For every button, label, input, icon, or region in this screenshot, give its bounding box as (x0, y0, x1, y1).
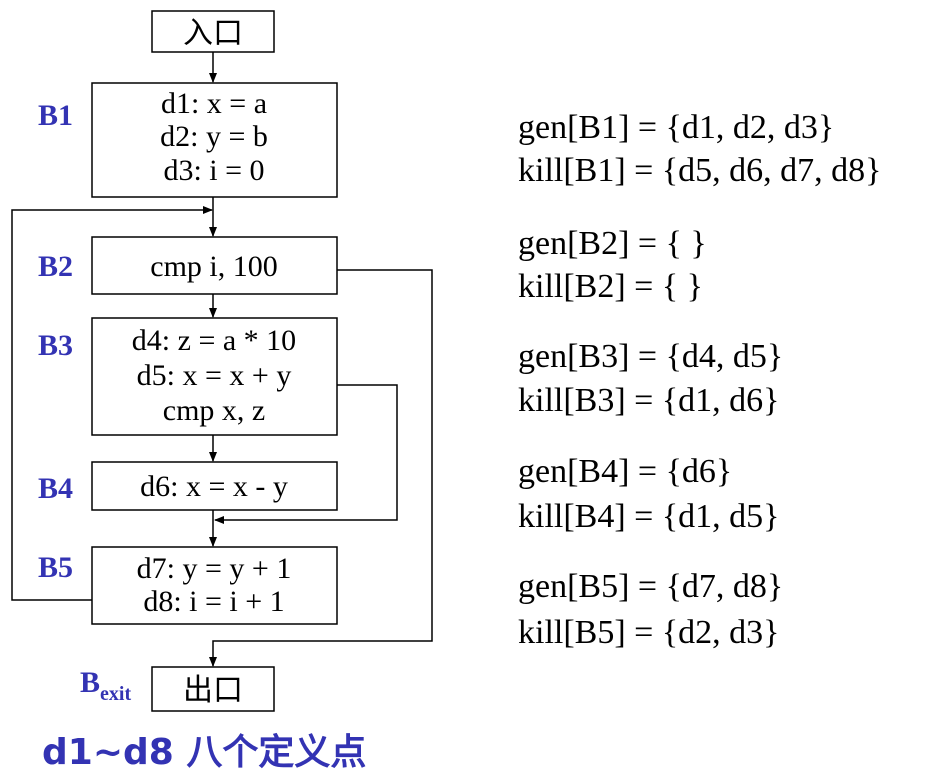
entry-node (151, 10, 275, 53)
gen-b3: gen[B3] = {d4, d5} (518, 338, 783, 375)
block-b1 (91, 82, 338, 198)
block-label-b4: B4 (38, 472, 73, 505)
b1-line-2: d2: y = b (160, 120, 268, 153)
edge-b2-exit (209, 269, 433, 667)
b2-line-1: cmp i, 100 (150, 250, 278, 283)
kill-b2: kill[B2] = { } (518, 268, 703, 305)
b3-line-2: d5: x = x + y (137, 359, 292, 392)
gen-b2: gen[B2] = { } (518, 225, 707, 262)
edge-b3-join (214, 384, 398, 524)
block-b2 (91, 236, 338, 295)
exit-label-main: B (80, 666, 100, 699)
block-label-b2: B2 (38, 250, 73, 283)
block-label-b5: B5 (38, 551, 73, 584)
b3-line-1: d4: z = a * 10 (132, 324, 296, 357)
b1-line-1: d1: x = a (161, 87, 267, 120)
exit-node-text: 出口 (183, 674, 243, 707)
block-b4 (91, 461, 338, 511)
kill-b1: kill[B1] = {d5, d6, d7, d8} (518, 152, 881, 189)
kill-b3: kill[B3] = {d1, d6} (518, 382, 779, 419)
gen-b1: gen[B1] = {d1, d2, d3} (518, 109, 834, 146)
b5-line-2: d8: i = i + 1 (143, 585, 284, 618)
exit-node (151, 666, 275, 712)
block-label-b3: B3 (38, 329, 73, 362)
b5-line-1: d7: y = y + 1 (137, 552, 292, 585)
exit-label-sub: exit (100, 683, 131, 705)
kill-b4: kill[B4] = {d1, d5} (518, 498, 779, 535)
footer-caption: d1~d8 八个定义点 (42, 732, 366, 773)
block-b3 (91, 317, 338, 436)
exit-label: Bexit (80, 666, 131, 705)
b4-line-1: d6: x = x - y (140, 470, 288, 503)
b1-line-3: d3: i = 0 (163, 154, 264, 187)
edge-b5-b2-back (11, 206, 213, 601)
kill-b5: kill[B5] = {d2, d3} (518, 614, 779, 651)
gen-b4: gen[B4] = {d6} (518, 453, 732, 490)
block-label-b1: B1 (38, 99, 73, 132)
gen-b5: gen[B5] = {d7, d8} (518, 568, 783, 605)
block-b5 (91, 546, 338, 625)
b3-line-3: cmp x, z (163, 394, 265, 427)
entry-node-text: 入口 (183, 17, 243, 50)
